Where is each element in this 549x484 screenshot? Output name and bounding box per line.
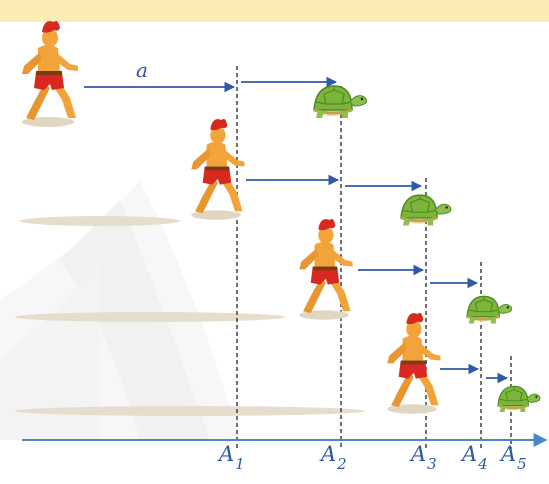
point-label-a1: A1	[219, 442, 245, 472]
achilles-runner-icon	[387, 312, 441, 414]
achilles-runner-icon	[299, 218, 353, 320]
point-label-main: A	[411, 442, 427, 466]
tortoise-icon	[496, 385, 542, 414]
point-label-sub: 1	[235, 455, 245, 473]
point-label-main: A	[462, 442, 478, 466]
point-label-sub: 4	[478, 455, 488, 473]
point-label-a5: A5	[501, 442, 527, 472]
tortoise-icon	[399, 193, 453, 227]
tortoise-icon	[312, 84, 368, 120]
point-label-sub: 2	[337, 455, 347, 473]
point-label-sub: 3	[427, 455, 437, 473]
point-label-main: A	[501, 442, 517, 466]
point-label-main: A	[321, 442, 337, 466]
point-label-a3: A3	[411, 442, 437, 472]
top-band	[0, 0, 549, 22]
point-label-a2: A2	[321, 442, 347, 472]
motion-arrows	[84, 76, 509, 384]
ground-shadows	[15, 216, 365, 416]
achilles-runner-icon	[191, 118, 245, 220]
point-label-a4: A4	[462, 442, 488, 472]
point-label-main: A	[219, 442, 235, 466]
tortoise-icon	[465, 295, 513, 325]
vertical-guides	[236, 66, 512, 450]
achilles-runner-icon	[22, 20, 78, 127]
distance-label: a	[136, 58, 148, 82]
point-label-sub: 5	[517, 455, 527, 473]
